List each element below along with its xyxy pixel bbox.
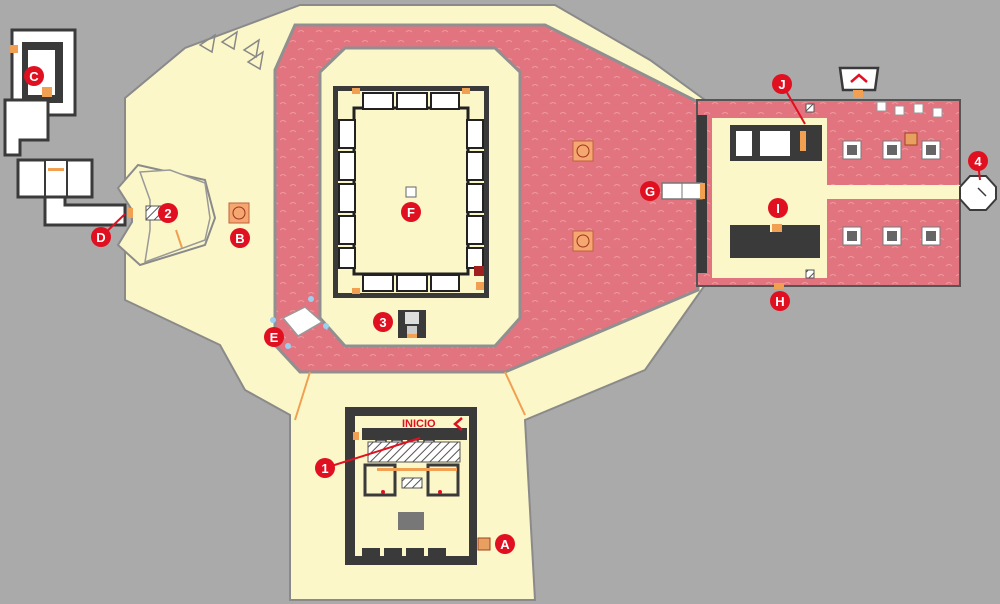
marker-f: F <box>401 202 421 222</box>
marker-3: 3 <box>373 312 393 332</box>
pentagram-icon <box>572 230 594 252</box>
marker-e: E <box>264 327 284 347</box>
marker-g: G <box>640 181 660 201</box>
marker-i: I <box>768 198 788 218</box>
svg-text:3: 3 <box>379 315 386 330</box>
svg-text:G: G <box>645 184 655 199</box>
marker-d: D <box>91 227 111 247</box>
item-icon <box>474 266 484 276</box>
svg-text:F: F <box>407 205 415 220</box>
arrow-markers <box>198 30 265 71</box>
svg-text:2: 2 <box>164 206 171 221</box>
marker-c: C <box>24 66 44 86</box>
svg-text:H: H <box>775 294 784 309</box>
marker-1: 1 <box>315 458 335 478</box>
svg-text:C: C <box>29 69 39 84</box>
svg-text:B: B <box>235 231 244 246</box>
marker-h: H <box>770 291 790 311</box>
svg-text:J: J <box>778 77 785 92</box>
svg-text:I: I <box>776 201 780 216</box>
svg-text:1: 1 <box>321 461 328 476</box>
svg-text:D: D <box>96 230 105 245</box>
marker-4: 4 <box>968 151 988 171</box>
teleport-bridge <box>270 296 329 349</box>
marker-labels: A B C D E F G H I J 1 2 3 4 <box>24 66 988 554</box>
floor-switch-icon <box>405 186 417 198</box>
pentagram-icon <box>572 140 594 162</box>
start-room: INICIO <box>345 407 491 565</box>
switch-block <box>398 310 426 338</box>
winding-passage <box>3 28 127 227</box>
marker-a: A <box>495 534 515 554</box>
start-arrow-icon <box>453 417 463 431</box>
right-wing <box>661 66 997 289</box>
svg-text:E: E <box>270 330 279 345</box>
marker-2: 2 <box>158 203 178 223</box>
svg-text:A: A <box>500 537 510 552</box>
marker-j: J <box>772 74 792 94</box>
marker-b: B <box>230 228 250 248</box>
start-label: INICIO <box>402 418 436 430</box>
item-icon <box>477 537 491 551</box>
svg-text:4: 4 <box>974 154 982 169</box>
central-courtyard <box>333 86 489 298</box>
pentagram-icon <box>228 202 250 224</box>
exit-arrow-icon <box>850 73 868 83</box>
